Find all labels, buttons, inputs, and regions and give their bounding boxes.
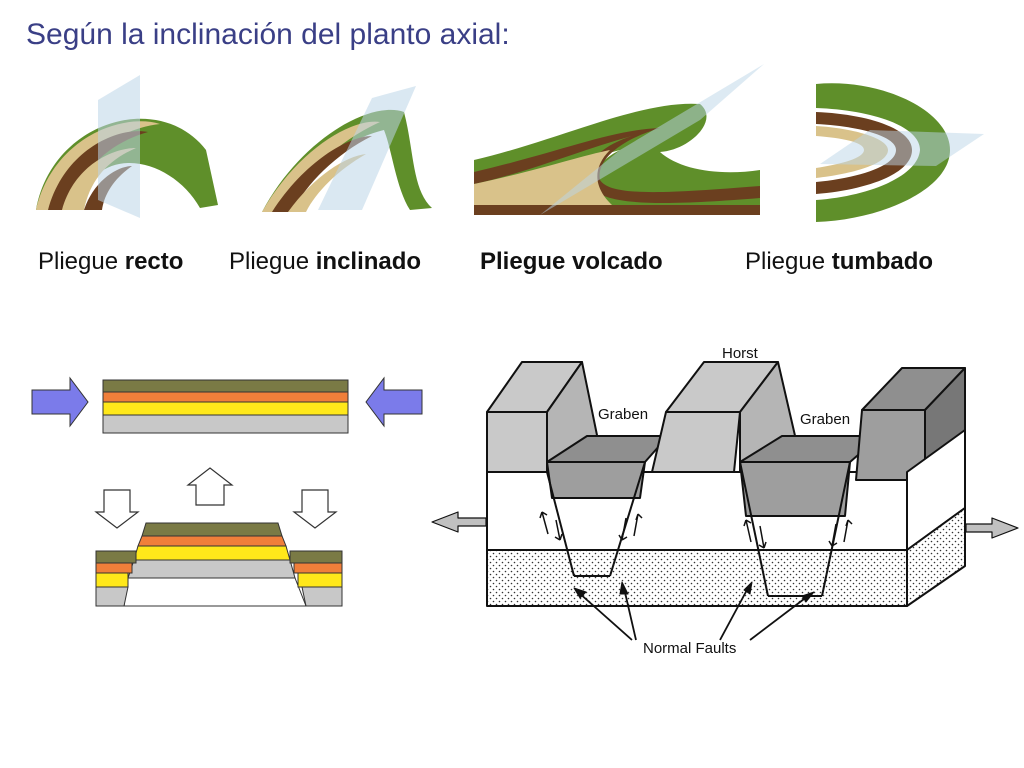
axial-plane <box>540 64 764 215</box>
compression-diagram <box>31 376 423 434</box>
label-graben-left: Graben <box>598 406 648 423</box>
caption-pliegue-recto: Pliegue recto <box>38 248 184 275</box>
label-graben-right: Graben <box>800 411 850 428</box>
caption-pliegue-volcado: Pliegue volcado <box>480 248 663 275</box>
axial-plane <box>820 130 984 166</box>
arrow-up-icon <box>186 467 234 506</box>
axial-plane <box>318 86 416 210</box>
fold-tumbado-illustration <box>816 83 984 222</box>
arrow-down-icon <box>292 489 338 529</box>
fold-recto-illustration <box>36 75 218 218</box>
axial-plane <box>98 75 140 218</box>
label-horst: Horst <box>722 345 759 362</box>
arrow-right-icon <box>965 517 1019 539</box>
horst-graben-diagram <box>431 361 1019 641</box>
arrow-down-icon <box>94 489 140 529</box>
caption-pliegue-inclinado: Pliegue inclinado <box>229 248 422 275</box>
arrow-left-icon <box>431 511 487 533</box>
arrow-right-icon <box>31 376 89 428</box>
fold-volcado-illustration <box>474 64 764 215</box>
fold-inclinado-illustration <box>262 86 432 212</box>
uplift-diagram <box>94 467 343 607</box>
page-title: Según la inclinación del planto axial: <box>26 18 510 51</box>
label-normal-faults: Normal Faults <box>643 640 736 657</box>
caption-pliegue-tumbado: Pliegue tumbado <box>745 248 934 275</box>
arrow-left-icon <box>365 376 423 428</box>
